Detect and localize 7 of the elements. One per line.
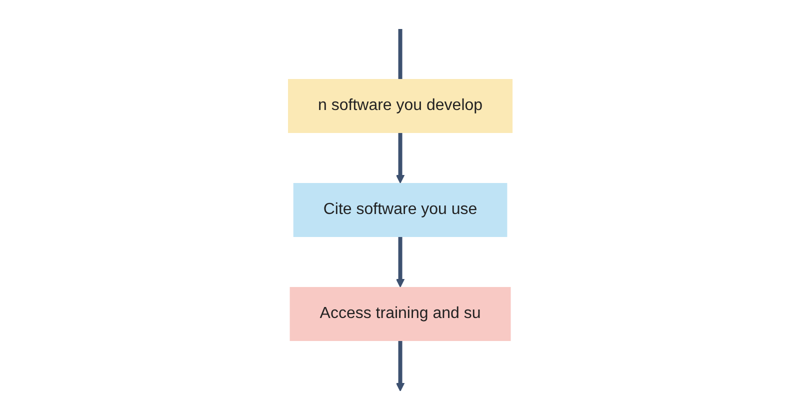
connector xyxy=(398,28,402,78)
arrow xyxy=(396,132,404,183)
arrow xyxy=(396,236,404,287)
node-box: n software you develop xyxy=(288,78,512,132)
node-box: Cite software you use xyxy=(293,182,507,236)
node-box: Access training and su xyxy=(290,286,510,340)
arrow xyxy=(396,340,404,391)
